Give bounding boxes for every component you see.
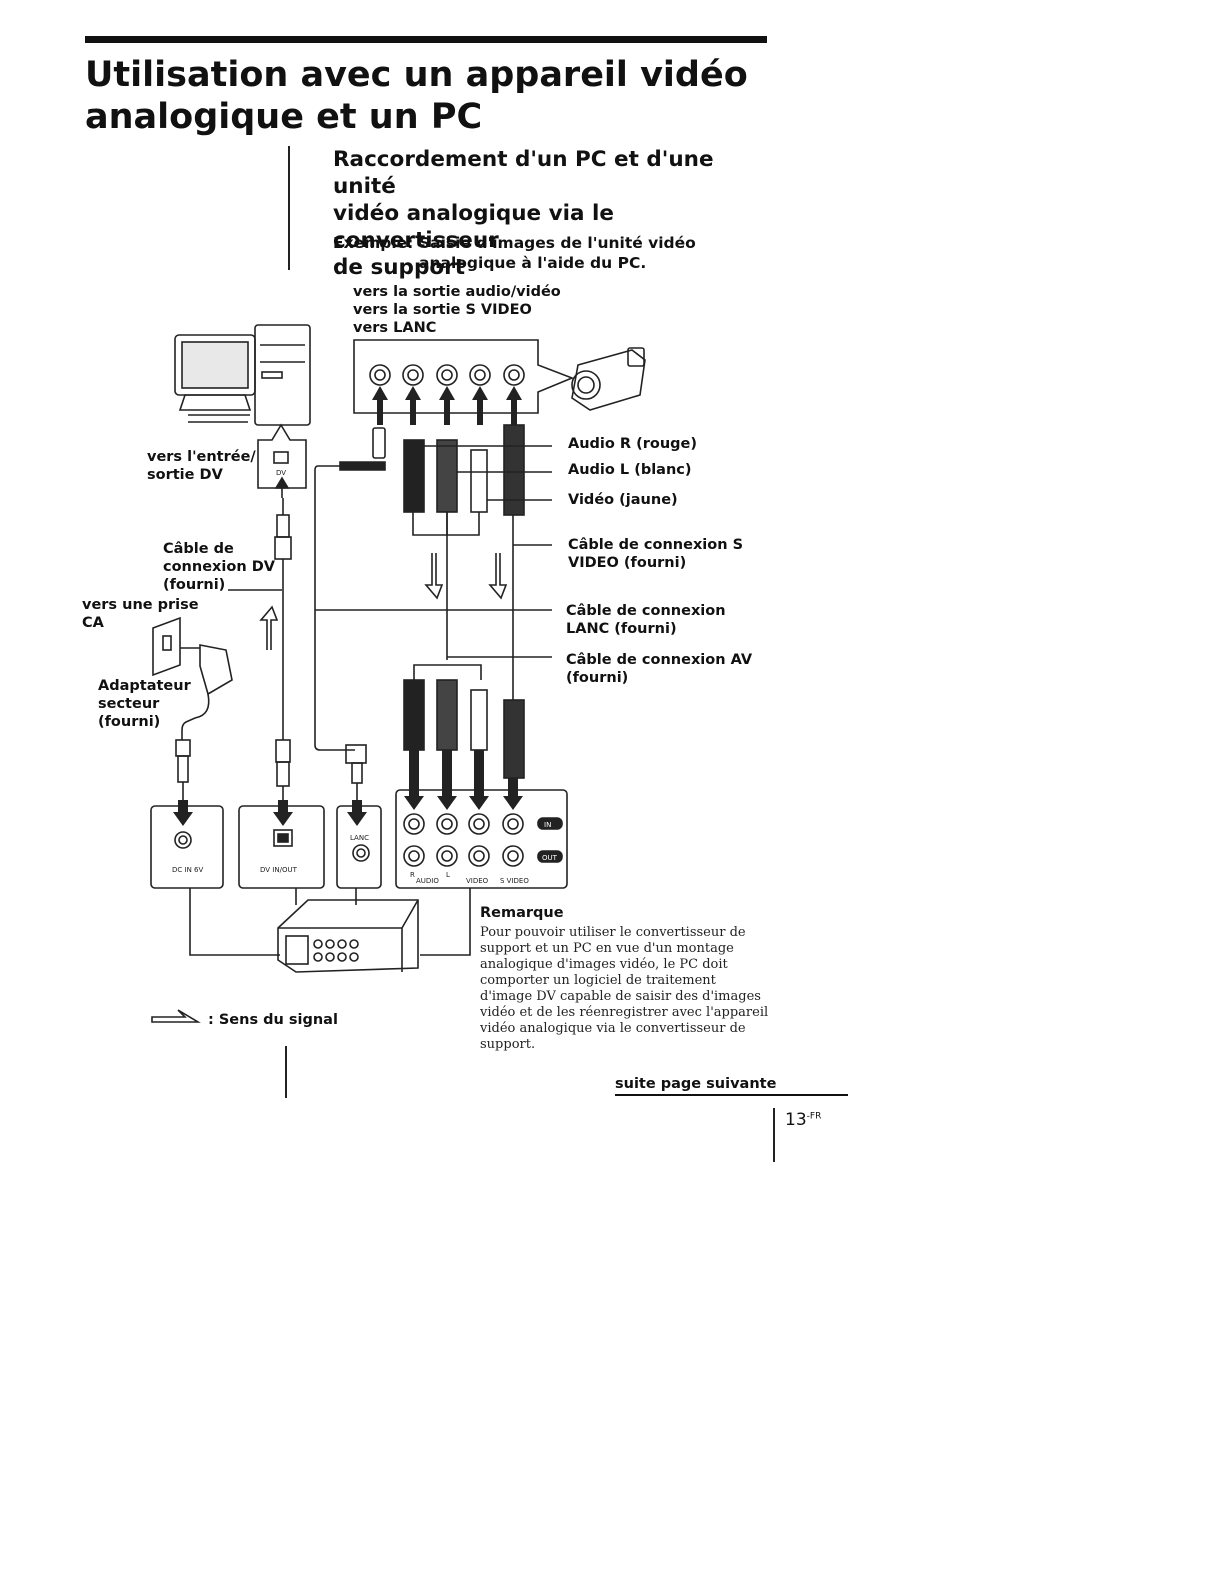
converter-av-panel xyxy=(395,789,568,889)
signal-arrows xyxy=(259,553,508,650)
pc-dv-port xyxy=(257,423,307,498)
label-outlet-1: vers une prise xyxy=(82,597,199,613)
label-lanc-cable-2: LANC (fourni) xyxy=(566,621,677,637)
page-title: Utilisation avec un appareil vidéo analo… xyxy=(85,55,748,137)
top-rule xyxy=(85,36,767,43)
camcorder-icon xyxy=(571,347,646,411)
continued-rule xyxy=(615,1094,848,1096)
label-adapter-2: secteur xyxy=(98,696,160,712)
lanc-plug-bottom xyxy=(345,744,367,800)
video-port-label: VIDEO xyxy=(466,877,489,885)
dc-in-label: DC IN 6V xyxy=(172,866,203,874)
label-av-cable-2: (fourni) xyxy=(566,670,629,686)
example-label: Exemple: xyxy=(333,234,414,252)
ac-adapter-icon xyxy=(152,616,233,800)
label-lanc-cable-1: Câble de connexion xyxy=(566,603,726,619)
label-video: Vidéo (jaune) xyxy=(568,492,678,508)
cable-paths xyxy=(314,445,552,751)
column-divider-bottom xyxy=(285,1046,287,1098)
remark-text: Pour pouvoir utiliser le convertisseur d… xyxy=(480,925,769,1052)
pc-dv-port-label: DV xyxy=(276,469,286,477)
label-dv-io-1: vers l'entrée/ xyxy=(147,449,256,465)
label-svideo-out: vers la sortie S VIDEO xyxy=(353,302,532,318)
dv-cable xyxy=(228,498,292,800)
camcorder-input-arrows xyxy=(372,386,522,425)
label-dv-cable-2: connexion DV xyxy=(163,559,275,575)
label-audio-r: Audio R (rouge) xyxy=(568,436,698,452)
label-audio-l: Audio L (blanc) xyxy=(568,462,692,478)
label-adapter-3: (fourni) xyxy=(98,714,161,730)
panel-labels: DV DC IN 6V DV IN/OUT LANC IN OUT R L AU… xyxy=(172,469,558,885)
pc-icon xyxy=(174,324,311,426)
signal-direction-arrow-icon xyxy=(151,1009,201,1023)
r-label: R xyxy=(410,871,415,879)
out-label: OUT xyxy=(542,854,558,862)
lanc-port-label: LANC xyxy=(350,834,369,842)
example-caption: Exemple: Saisie d'images de l'unité vidéo… xyxy=(333,233,773,273)
av-plugs-bottom xyxy=(403,679,525,779)
label-svideo-cable-1: Câble de connexion S xyxy=(568,537,744,553)
label-audio-video-out: vers la sortie audio/vidéo xyxy=(353,284,561,300)
in-label: IN xyxy=(544,821,551,829)
legend-label: : Sens du signal xyxy=(208,1012,338,1028)
dv-inout-label: DV IN/OUT xyxy=(260,866,298,874)
page-number: 13-FR xyxy=(785,1110,822,1130)
page-number-rule xyxy=(773,1108,775,1162)
continued-link[interactable]: suite page suivante xyxy=(615,1076,777,1092)
remark-title: Remarque xyxy=(480,905,564,921)
converter-dc-panel xyxy=(150,805,224,889)
camcorder-side-plugs xyxy=(339,424,525,516)
camcorder-panel xyxy=(353,339,575,414)
converter-input-arrows xyxy=(173,750,523,826)
converter-lanc-panel xyxy=(336,805,382,889)
label-svideo-cable-2: VIDEO (fourni) xyxy=(568,555,687,571)
audio-label: AUDIO xyxy=(416,877,439,885)
converter-dv-panel xyxy=(238,805,325,889)
label-outlet-2: CA xyxy=(82,615,104,631)
label-av-cable-1: Câble de connexion AV xyxy=(566,652,753,668)
label-adapter-1: Adaptateur xyxy=(98,678,191,694)
label-dv-cable-3: (fourni) xyxy=(163,577,226,593)
section-title: Raccordement d'un PC et d'une unité vidé… xyxy=(333,147,714,280)
example-line-2: analogique à l'aide du PC. xyxy=(419,254,647,272)
media-converter-icon xyxy=(189,888,471,973)
example-line-1: Saisie d'images de l'unité vidéo xyxy=(419,234,696,252)
label-dv-cable-1: Câble de xyxy=(163,541,234,557)
l-label: L xyxy=(446,871,450,879)
label-dv-io-2: sortie DV xyxy=(147,467,223,483)
column-divider-top xyxy=(288,146,290,270)
label-lanc: vers LANC xyxy=(353,320,437,336)
svideo-port-label: S VIDEO xyxy=(500,877,529,885)
